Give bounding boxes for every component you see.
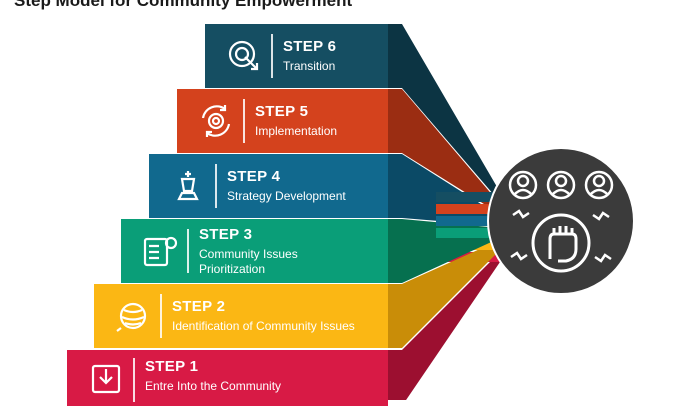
step-label: Identification of Community Issues <box>172 319 355 333</box>
ribbon-band-4 <box>436 216 500 226</box>
step-text: STEP 6 Transition <box>283 38 336 74</box>
yarn-ball-icon <box>112 295 154 337</box>
ribbon-band-5 <box>436 204 500 214</box>
ribbon-step-5 <box>388 89 500 214</box>
ribbon-step-2 <box>388 240 500 348</box>
ribbon-band-3 <box>436 228 500 238</box>
step-text: STEP 4 Strategy Development <box>227 168 346 204</box>
checklist-gear-icon <box>139 230 181 272</box>
step-number: STEP 5 <box>255 103 309 120</box>
ribbon-band-6 <box>436 192 500 202</box>
people-icon <box>508 170 614 200</box>
step-divider <box>160 294 162 338</box>
step-label: Community Issues Prioritization <box>199 246 298 276</box>
energy-lines-icon <box>510 209 612 263</box>
step-text: STEP 5 Implementation <box>255 103 337 139</box>
step-number: STEP 6 <box>283 38 337 55</box>
step-divider <box>133 358 135 402</box>
ribbon-step-1 <box>388 252 500 400</box>
step-label: Transition <box>283 59 336 73</box>
step-4-box: STEP 4 Strategy Development <box>149 154 388 218</box>
gear-cycle-icon <box>195 100 237 142</box>
step-divider <box>215 164 217 208</box>
step-label: Strategy Development <box>227 189 346 203</box>
step-6-box: STEP 6 Transition <box>205 24 388 88</box>
community-empowerment-hub <box>487 147 635 295</box>
step-2-box: STEP 2 Identification of Community Issues <box>94 284 388 348</box>
step-number: STEP 1 <box>145 358 199 375</box>
step-5-box: STEP 5 Implementation <box>177 89 388 153</box>
step-number: STEP 4 <box>227 168 281 185</box>
step-text: STEP 1 Entre Into the Community <box>145 358 281 394</box>
step-label: Implementation <box>255 124 338 138</box>
step-number: STEP 2 <box>172 298 226 315</box>
chess-king-icon <box>167 165 209 207</box>
fist-icon <box>531 213 591 273</box>
connector-ribbons <box>388 24 500 400</box>
step-3-box: STEP 3 Community Issues Prioritization <box>121 219 388 283</box>
cursor-circle-icon <box>223 35 265 77</box>
step-divider <box>271 34 273 78</box>
ribbon-step-6 <box>388 24 500 202</box>
download-box-icon <box>85 358 127 400</box>
step-text: STEP 3 Community Issues Prioritization <box>199 226 319 277</box>
step-number: STEP 3 <box>199 225 253 243</box>
step-label: Entre Into the Community <box>145 379 282 393</box>
step-1-box: STEP 1 Entre Into the Community <box>67 350 388 406</box>
diagram-title: Step Model for Community Empowerment <box>14 0 353 10</box>
step-text: STEP 2 Identification of Community Issues <box>172 298 355 334</box>
step-divider <box>187 229 189 273</box>
step-divider <box>243 99 245 143</box>
